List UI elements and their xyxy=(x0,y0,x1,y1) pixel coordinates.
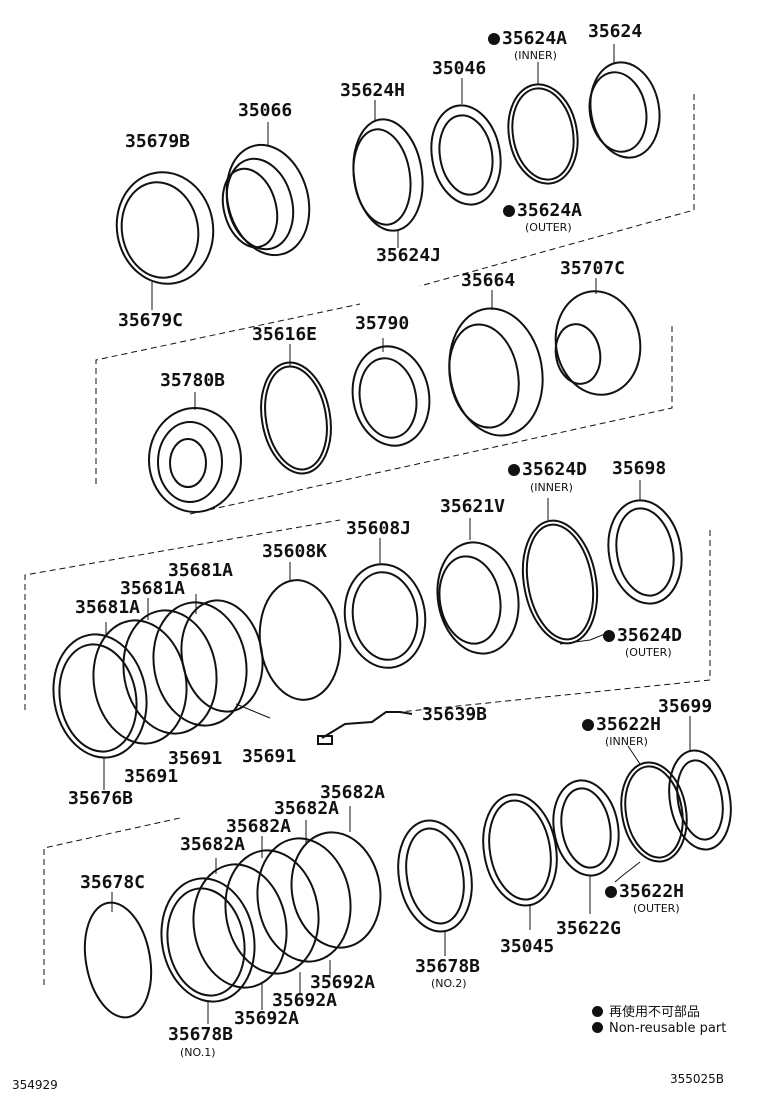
label-35682A-3: 35682A xyxy=(226,816,292,837)
legend-dot-icon xyxy=(592,1022,603,1033)
part-35681A-stack xyxy=(52,594,271,790)
label-35624: 35624 xyxy=(588,21,643,42)
label-35698: 35698 xyxy=(612,458,667,479)
label-35624D-outer: 35624D xyxy=(603,627,682,645)
label-35608J: 35608J xyxy=(346,518,412,539)
non-reusable-dot-icon xyxy=(503,205,515,217)
label-35699: 35699 xyxy=(658,696,713,717)
note-35678B-no1: (NO.1) xyxy=(180,1046,216,1059)
part-35622H-seal xyxy=(614,745,688,883)
label-35621V: 35621V xyxy=(440,496,506,517)
part-35682A-stack xyxy=(160,806,382,1024)
label-35624A-outer: 35624A xyxy=(503,202,582,220)
part-35678C-snapring xyxy=(83,892,153,1019)
legend-dot-icon xyxy=(592,1006,603,1017)
part-35045-plate xyxy=(482,793,558,930)
label-35066: 35066 xyxy=(238,100,293,121)
non-reusable-dot-icon xyxy=(603,630,615,642)
label-35624D-inner: 35624D xyxy=(508,461,587,479)
label-35622H-inner: 35622H xyxy=(582,716,661,734)
label-35682A-2: 35682A xyxy=(274,798,340,819)
part-35608K-snapring xyxy=(258,562,342,701)
note-35624D-outer: (OUTER) xyxy=(625,646,672,659)
part-35622G-piston xyxy=(552,779,620,914)
label-35691-b: 35691 xyxy=(242,746,297,767)
label-35678B-no1: 35678B xyxy=(168,1024,234,1045)
non-reusable-dot-icon xyxy=(582,719,594,731)
label-35681A-1: 35681A xyxy=(168,560,234,581)
label-35045: 35045 xyxy=(500,936,555,957)
part-35780B-gear xyxy=(148,392,242,513)
label-35707C: 35707C xyxy=(560,258,626,279)
label-35691-a: 35691 xyxy=(168,748,223,769)
part-35624H-spring xyxy=(352,100,424,248)
label-35682A-1: 35682A xyxy=(320,782,386,803)
label-35616E: 35616E xyxy=(252,324,318,345)
label-35679C: 35679C xyxy=(118,310,184,331)
part-35639B-spring xyxy=(317,711,413,745)
legend-english: Non-reusable part xyxy=(592,1021,726,1036)
label-35790: 35790 xyxy=(355,313,410,334)
label-35780B: 35780B xyxy=(160,370,226,391)
part-35624A-seal xyxy=(507,62,579,185)
label-35624J: 35624J xyxy=(376,245,442,266)
part-35608J-plate xyxy=(343,538,427,669)
label-35679B: 35679B xyxy=(125,131,191,152)
part-35664-drum xyxy=(448,290,544,437)
part-35624-retainer xyxy=(588,44,661,159)
label-35678C: 35678C xyxy=(80,872,146,893)
label-35691-c: 35691 xyxy=(124,766,179,787)
label-35692A-1: 35692A xyxy=(310,972,376,993)
note-35624A-inner: (INNER) xyxy=(514,49,557,62)
label-35681A-2: 35681A xyxy=(120,578,186,599)
code-right: 355025B xyxy=(670,1072,725,1086)
part-35699-piston xyxy=(668,716,732,851)
label-35046: 35046 xyxy=(432,58,487,79)
non-reusable-dot-icon xyxy=(605,886,617,898)
non-reusable-dot-icon xyxy=(508,464,520,476)
label-35622H-outer: 35622H xyxy=(605,883,684,901)
group-outline-4 xyxy=(43,817,181,985)
label-35624A-inner: 35624A xyxy=(488,30,567,48)
label-35639B: 35639B xyxy=(422,704,488,725)
note-35622H-outer: (OUTER) xyxy=(633,902,680,915)
part-35621V-clutch xyxy=(436,518,520,655)
non-reusable-dot-icon xyxy=(488,33,500,45)
group-outline-1 xyxy=(419,94,695,287)
part-35707C-gear xyxy=(554,278,642,396)
label-35681A-3: 35681A xyxy=(75,597,141,618)
label-35692A-2: 35692A xyxy=(272,990,338,1011)
label-35624H: 35624H xyxy=(340,80,406,101)
note-35624D-inner: (INNER) xyxy=(530,481,573,494)
label-35622G: 35622G xyxy=(556,918,622,939)
part-35616E-washer xyxy=(260,344,332,475)
label-35676B: 35676B xyxy=(68,788,134,809)
label-35608K: 35608K xyxy=(262,541,328,562)
legend-japanese: 再使用不可部品 xyxy=(592,1001,700,1020)
note-35624A-outer: (OUTER) xyxy=(525,221,572,234)
note-35678B-no2: (NO.2) xyxy=(431,977,467,990)
part-35624D-seal xyxy=(521,498,606,645)
label-35664: 35664 xyxy=(461,270,516,291)
part-35679B-ring xyxy=(115,171,215,310)
part-35066-pack xyxy=(221,122,311,257)
part-35046-plate xyxy=(430,78,502,206)
group-outline-3 xyxy=(24,519,711,713)
part-35678B-no2 xyxy=(397,819,473,956)
note-35622H-inner: (INNER) xyxy=(605,735,648,748)
label-35678B-no2: 35678B xyxy=(415,956,481,977)
code-left: 354929 xyxy=(12,1078,58,1092)
part-35698-piston xyxy=(607,480,683,605)
group-outline-2 xyxy=(95,303,673,515)
part-35790-hub xyxy=(351,338,431,447)
label-35682A-4: 35682A xyxy=(180,834,246,855)
label-35692A-3: 35692A xyxy=(234,1008,300,1029)
